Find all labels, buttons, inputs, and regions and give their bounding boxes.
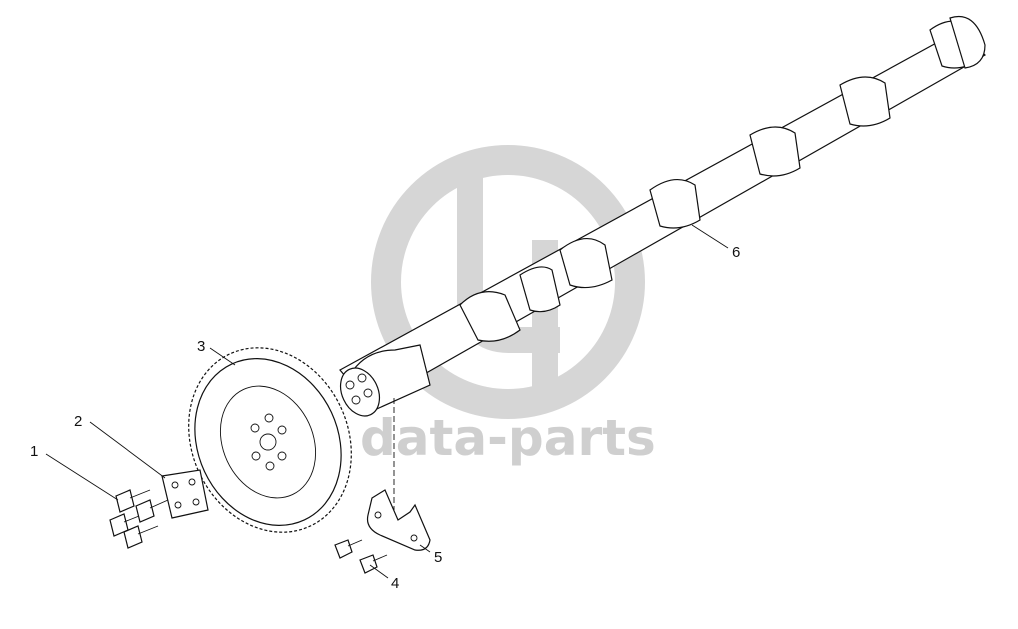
callout-3: 3 (197, 338, 236, 366)
callout-1-label: 1 (30, 443, 38, 460)
callout-1: 1 (30, 443, 119, 501)
thrust-plate[interactable] (366, 398, 431, 551)
callout-2: 2 (74, 413, 166, 479)
gear[interactable] (159, 321, 381, 559)
callout-3-label: 3 (197, 338, 205, 355)
watermark: data-parts (360, 145, 656, 467)
camshaft[interactable] (333, 16, 986, 423)
callout-4: 4 (369, 564, 399, 592)
watermark-text: data-parts (360, 409, 656, 467)
callout-6-label: 6 (732, 244, 740, 261)
screws[interactable] (334, 539, 388, 574)
callout-5: 5 (419, 544, 442, 566)
cam-lobes (459, 20, 981, 342)
callout-6: 6 (691, 224, 740, 261)
plate[interactable] (161, 469, 209, 519)
callout-5-label: 5 (434, 549, 442, 566)
callout-2-label: 2 (74, 413, 82, 430)
callout-4-label: 4 (391, 575, 399, 592)
watermark-logo-ring (371, 145, 645, 419)
bolts[interactable] (109, 489, 169, 549)
